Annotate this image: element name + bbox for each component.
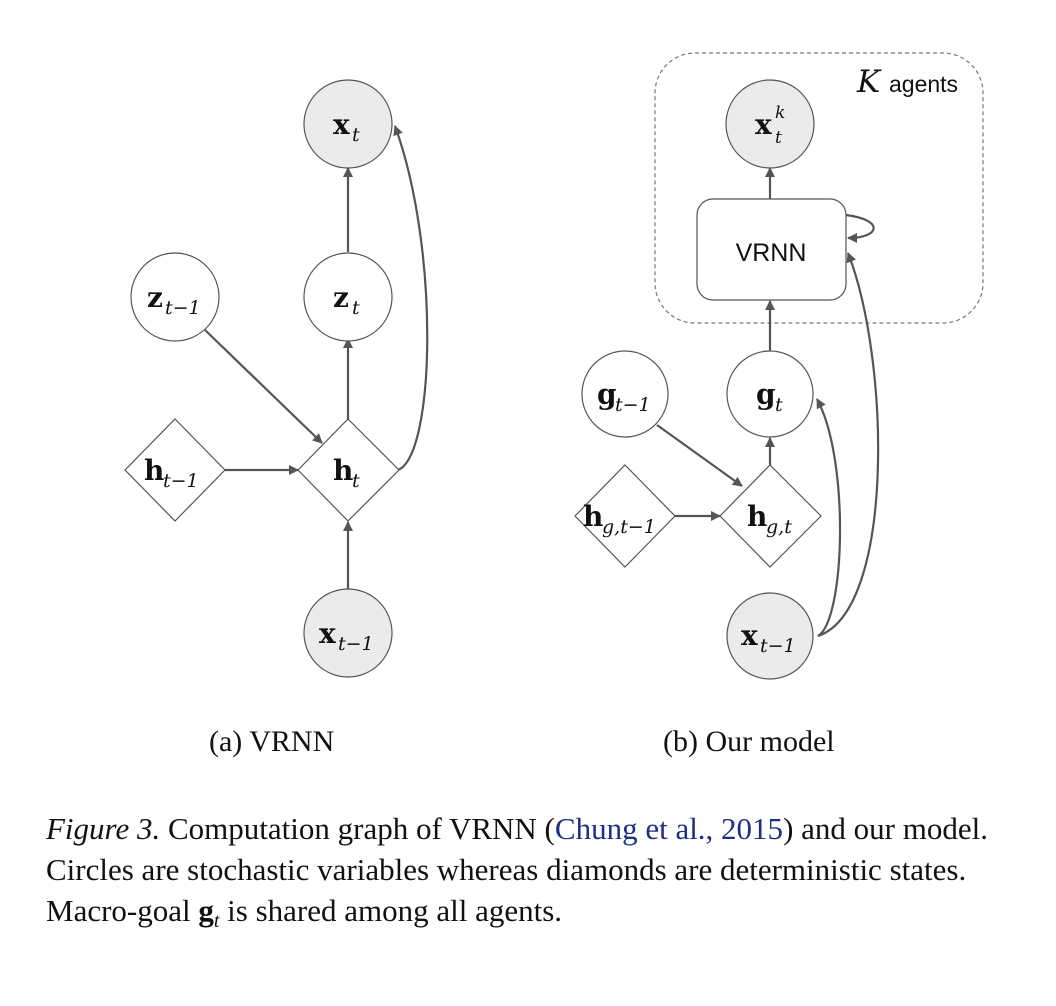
diamond-h-t: h t [297, 418, 400, 522]
svg-text:x: x [333, 108, 350, 141]
svg-text:t−1: t−1 [338, 633, 374, 655]
node-x-t-minus-1-b: x t−1 [726, 592, 814, 680]
edge-ht-to-xt [393, 125, 429, 472]
svg-text:t−1: t−1 [163, 470, 199, 492]
caption-math-g: g [198, 893, 214, 928]
panel-b-label: (b) Our model [663, 725, 835, 758]
svg-text:t: t [352, 297, 360, 319]
citation-link[interactable]: Chung et al., 2015 [554, 811, 784, 846]
svg-text:h: h [583, 500, 603, 533]
edge-vrnn-self-loop [845, 213, 875, 243]
svg-text:t: t [352, 470, 360, 492]
caption-text-3: is shared among all agents. [219, 893, 563, 928]
node-z-t: z t [303, 252, 393, 342]
caption-math-sub: t [213, 910, 220, 932]
diamond-h-g-t: h g,t [719, 464, 822, 568]
node-x-t-minus-1: x t−1 [303, 588, 393, 678]
plate-k-agents [654, 52, 984, 324]
svg-text:t−1: t−1 [165, 297, 201, 319]
svg-text:z: z [147, 281, 163, 314]
panel-a-edges [204, 125, 429, 590]
node-x-t-k: x t k [725, 79, 815, 169]
svg-text:t−1: t−1 [615, 394, 651, 416]
node-x-t: x t [303, 79, 393, 169]
svg-text:z: z [333, 281, 349, 314]
svg-text:g: g [597, 378, 617, 411]
svg-text:K: K [856, 64, 882, 100]
vrnn-box: VRNN [696, 198, 847, 301]
node-g-t: g t [726, 350, 814, 438]
node-z-t-minus-1: z t−1 [130, 252, 220, 342]
svg-text:k: k [775, 103, 785, 123]
panel-a-label: (a) VRNN [209, 725, 335, 758]
svg-text:t−1: t−1 [760, 635, 796, 657]
edge-xt1-to-vrnn [817, 252, 880, 638]
svg-text:g,t−1: g,t−1 [602, 516, 656, 538]
svg-text:h: h [144, 454, 164, 487]
diamond-h-t-minus-1: h t−1 [124, 418, 226, 522]
panel-b-edges [656, 167, 880, 638]
edge-gt1-to-hgt [656, 424, 743, 487]
svg-text:t: t [775, 128, 782, 148]
svg-text:h: h [747, 500, 767, 533]
diamond-h-g-t-minus-1: h g,t−1 [574, 464, 676, 568]
edge-zt1-to-ht [204, 329, 323, 444]
svg-text:VRNN: VRNN [736, 239, 807, 267]
svg-text:t: t [352, 124, 360, 146]
svg-text:x: x [319, 617, 336, 650]
edge-xt1-to-gt [816, 398, 842, 637]
svg-text:t: t [775, 394, 783, 416]
node-g-t-minus-1: g t−1 [581, 350, 669, 438]
svg-text:h: h [333, 454, 353, 487]
svg-text:x: x [755, 108, 772, 141]
figure-label: Figure 3. [46, 811, 161, 846]
figure-caption: Figure 3. Computation graph of VRNN (Chu… [46, 808, 1026, 942]
svg-text:g,t: g,t [766, 516, 792, 538]
plate-label: K agents [856, 64, 958, 100]
svg-text:x: x [741, 619, 758, 652]
svg-text:g: g [756, 378, 776, 411]
caption-text-2: ) and our model. Circles are stochastic … [46, 811, 988, 928]
caption-text-1: Computation graph of VRNN ( [160, 811, 555, 846]
svg-text:agents: agents [889, 71, 958, 97]
